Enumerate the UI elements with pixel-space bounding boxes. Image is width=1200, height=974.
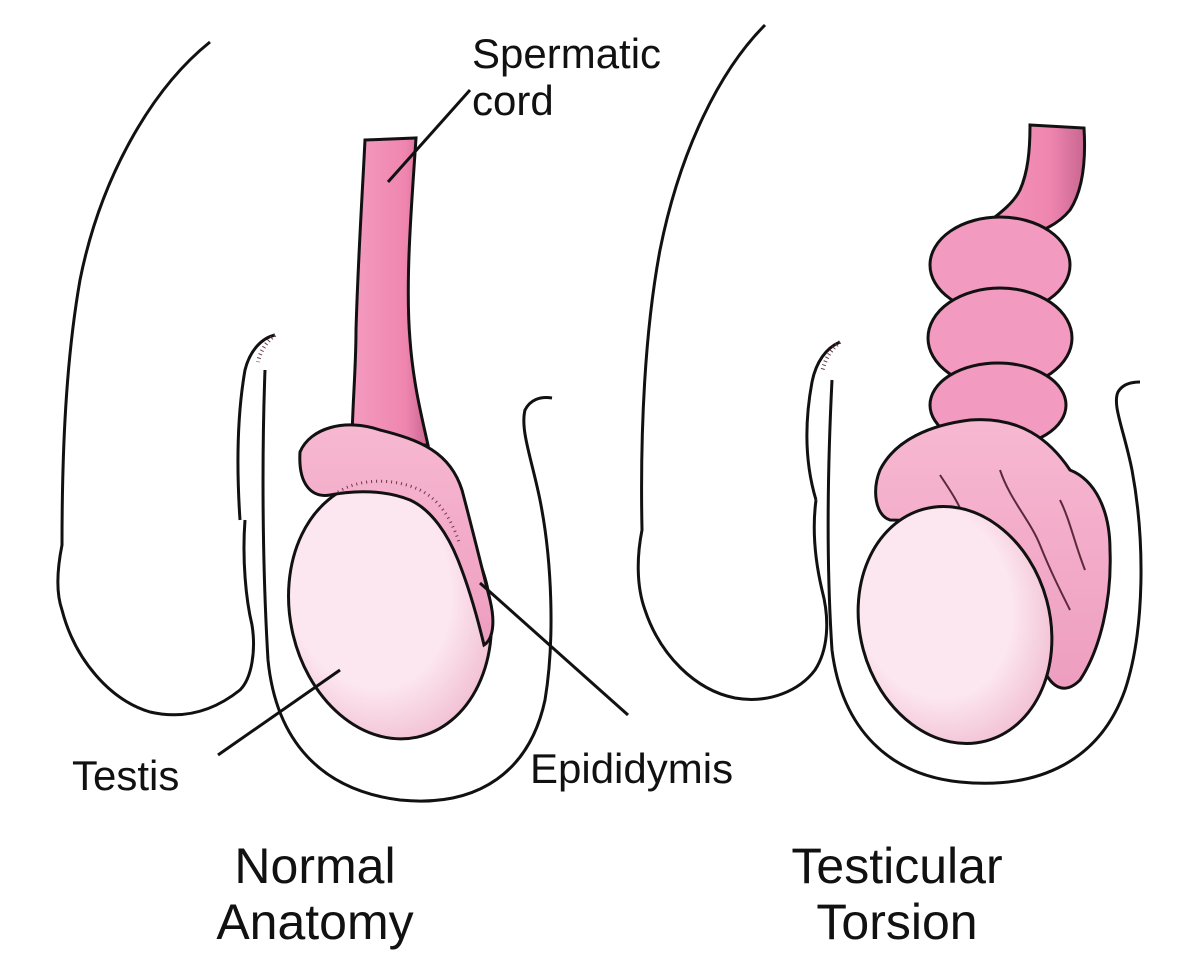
normal-anatomy-figure [56,40,553,803]
caption-testicular-torsion: Testicular Torsion [772,838,1022,950]
label-epididymis: Epididymis [530,745,734,792]
caption-normal-anatomy: Normal Anatomy [190,838,440,950]
label-spermatic-cord-line-2: cord [472,77,554,125]
normal-penis-outline [56,40,255,717]
normal-inner-fold [236,333,276,521]
torsion-figure [636,23,1143,785]
label-spermatic-cord: Spermatic cord [472,30,661,124]
torsion-testis [856,505,1054,745]
normal-spermatic-cord [350,136,430,447]
caption-torsion-line-1: Testicular [791,838,1003,894]
torsion-inner-fold [805,340,841,501]
caption-torsion-line-2: Torsion [816,894,978,950]
caption-normal-line-2: Anatomy [216,894,414,950]
label-spermatic-cord-line-1: Spermatic [472,30,662,77]
normal-epididymis [298,423,495,648]
label-testis: Testis [72,752,180,799]
leader-spermatic-cord [386,89,472,183]
leader-testis [217,668,341,757]
normal-scrotum-outline [261,369,553,803]
torsion-penis-outline [636,23,829,701]
caption-normal-line-1: Normal [234,838,396,894]
torsion-scrotum-outline [826,379,1143,785]
leader-epididymis [479,581,629,717]
